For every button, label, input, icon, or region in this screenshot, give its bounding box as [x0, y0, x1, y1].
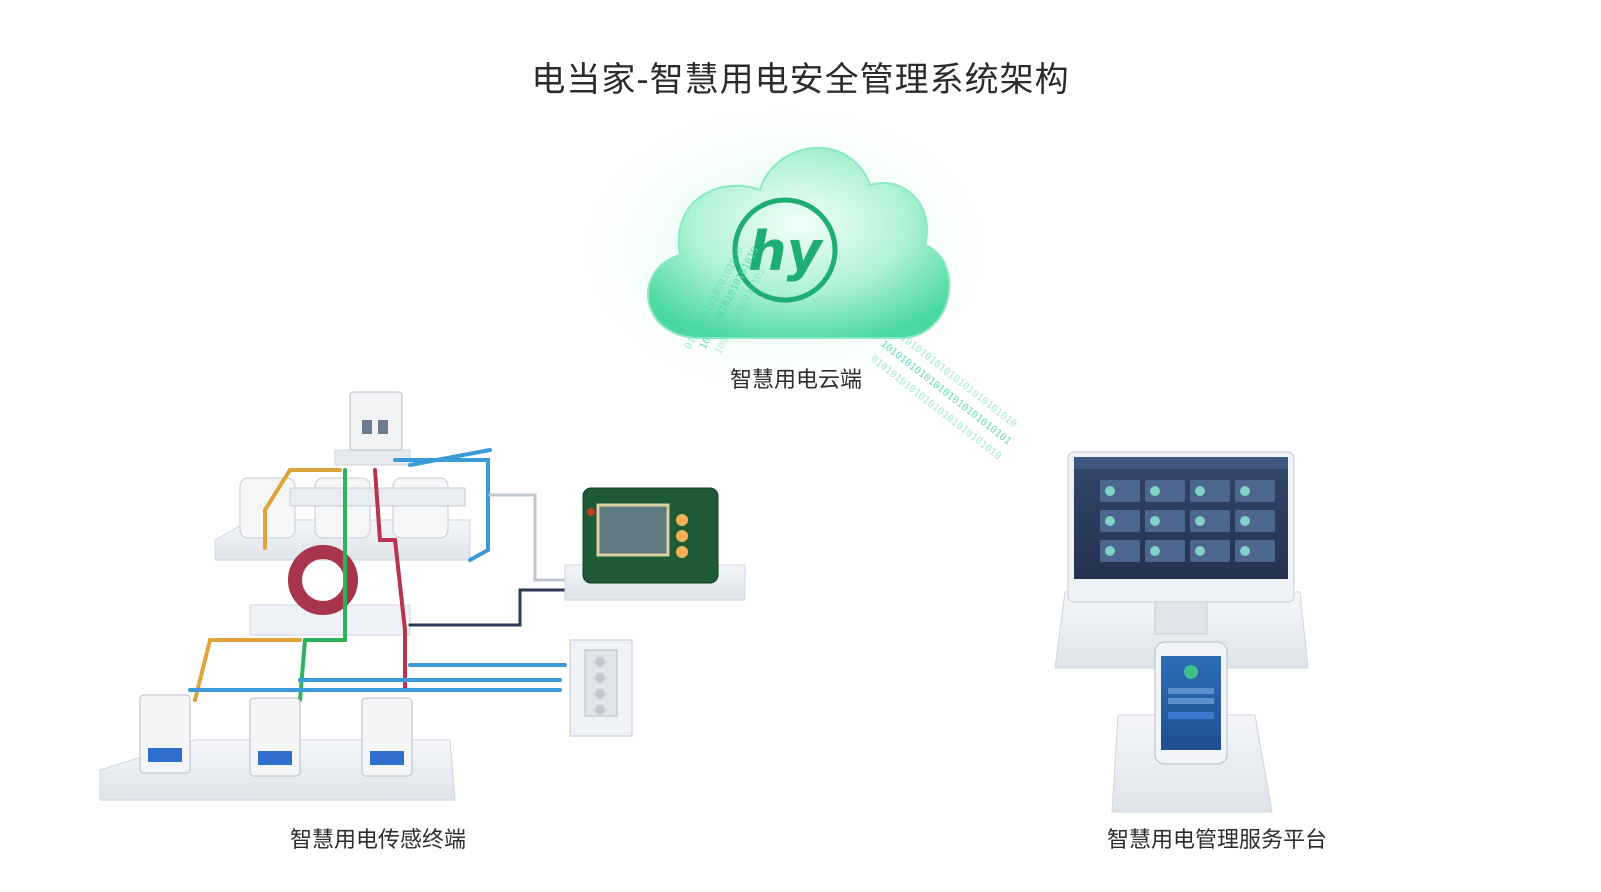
sensor-terminal-label: 智慧用电传感终端: [290, 828, 467, 853]
ct-sensor-row: [239, 477, 466, 539]
monitoring-device: [564, 487, 746, 601]
monitor-icon: [1067, 451, 1295, 635]
cloud-icon: hy: [646, 147, 951, 339]
breaker-row: [139, 694, 413, 777]
management-platform-group: [1054, 451, 1309, 813]
logo-ring: [732, 197, 838, 303]
terminal-block: [569, 639, 633, 737]
top-breaker: [349, 391, 403, 451]
sensor-terminal-group: [99, 391, 746, 801]
logo-mark: hy: [748, 220, 824, 283]
cloud-label: 智慧用电云端: [730, 368, 863, 393]
management-platform-label: 智慧用电管理服务平台: [1107, 828, 1328, 853]
leakage-sensor-ring: [288, 545, 358, 615]
phone-icon: [1154, 641, 1228, 765]
